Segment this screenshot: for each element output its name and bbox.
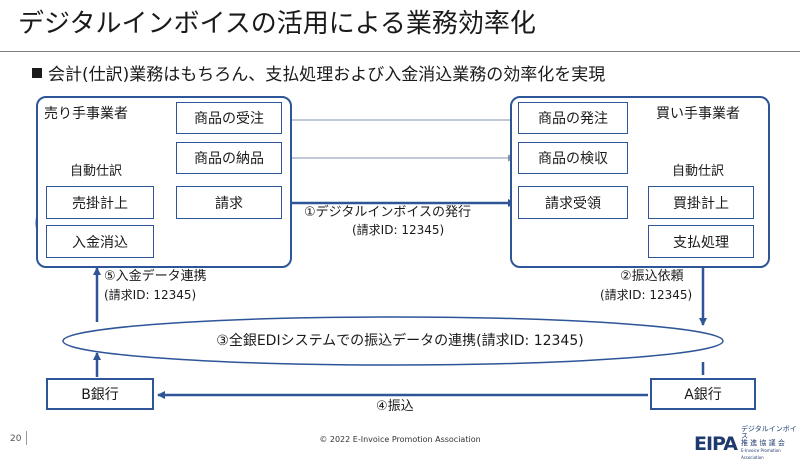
- eipa-logo-mark: EIPA: [694, 432, 738, 455]
- edi-system-ellipse: [62, 316, 724, 366]
- box-payable: 買掛計上: [648, 186, 754, 219]
- box-payment: 支払処理: [648, 225, 754, 258]
- box-order-receive: 商品の受注: [176, 102, 282, 134]
- step4-label: ④振込: [376, 399, 414, 414]
- box-invoice-receipt: 請求受領: [518, 186, 628, 219]
- bullet-square-icon: [32, 68, 42, 78]
- box-receivable: 売掛計上: [46, 186, 154, 219]
- logo-jp-line2: 推 進 協 議 会: [740, 439, 785, 447]
- eipa-logo: EIPA デジタルインボイス 推 進 協 議 会 E-Invoice Promo…: [694, 426, 800, 461]
- seller-auto-journal-label: 自動仕訳: [70, 164, 123, 179]
- box-order-place: 商品の発注: [518, 102, 628, 134]
- box-delivery: 商品の納品: [176, 142, 282, 174]
- seller-name: 売り手事業者: [44, 106, 128, 122]
- footer-divider: [26, 431, 27, 445]
- box-invoice: 請求: [176, 186, 282, 219]
- step1-id-label: (請求ID: 12345): [352, 223, 445, 237]
- box-b-bank: B銀行: [46, 378, 154, 410]
- step5-id-label: (請求ID: 12345): [104, 288, 197, 302]
- edi-system-label: ③全銀EDIシステムでの振込データの連携(請求ID: 12345): [216, 333, 584, 349]
- logo-jp-line1: デジタルインボイス: [740, 425, 797, 440]
- buyer-auto-journal-label: 自動仕訳: [672, 164, 725, 179]
- box-reconcile: 入金消込: [46, 225, 154, 258]
- copyright: © 2022 E-Invoice Promotion Association: [319, 435, 481, 444]
- step2-label: ②振込依頼: [620, 269, 684, 284]
- page-number: 20: [10, 434, 22, 444]
- eipa-logo-text: デジタルインボイス 推 進 協 議 会 E-Invoice Promotion …: [741, 426, 800, 461]
- subtitle: 会計(仕訳)業務はもちろん、支払処理および入金消込業務の効率化を実現: [32, 63, 605, 87]
- title-divider: [0, 51, 800, 52]
- step2-id-label: (請求ID: 12345): [600, 288, 693, 302]
- box-a-bank: A銀行: [650, 378, 756, 410]
- step5-label: ⑤入金データ連携: [104, 269, 207, 284]
- logo-en-line: E-Invoice Promotion Association: [740, 448, 781, 460]
- page-title: デジタルインボイスの活用による業務効率化: [18, 9, 536, 39]
- step1-label: ①デジタルインボイスの発行: [304, 205, 472, 220]
- subtitle-text: 会計(仕訳)業務はもちろん、支払処理および入金消込業務の効率化を実現: [48, 65, 606, 85]
- box-inspection: 商品の検収: [518, 142, 628, 174]
- buyer-name: 買い手事業者: [656, 106, 740, 122]
